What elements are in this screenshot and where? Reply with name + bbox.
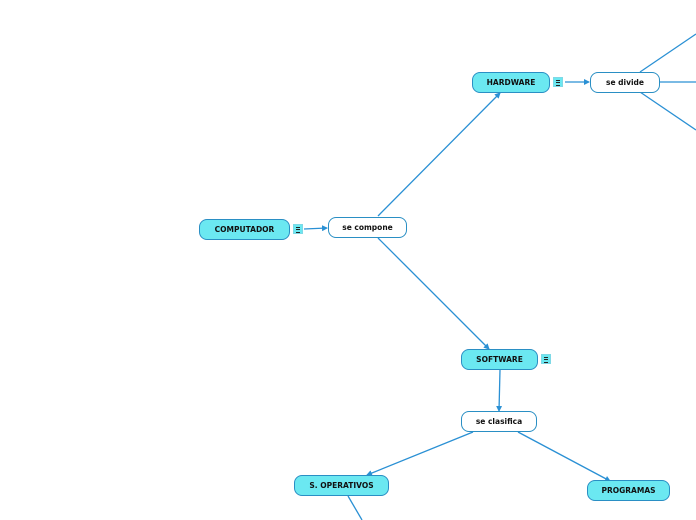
edge-sedivide-lower (639, 91, 696, 131)
note-icon-computador[interactable] (293, 224, 303, 234)
edge-seclasifica-soperativos (366, 431, 474, 476)
edge-software-seclasifica (496, 369, 503, 412)
edge-seclasifica-programas (517, 431, 611, 482)
edge-sedivide-upper (639, 33, 696, 73)
edge-secompone-software (377, 237, 490, 350)
concept-software[interactable]: SOFTWARE (461, 349, 538, 370)
link-se-divide[interactable]: se divide (590, 72, 660, 93)
link-se-compone[interactable]: se compone (328, 217, 407, 238)
concept-sistemas-operativos[interactable]: S. OPERATIVOS (294, 475, 389, 496)
concept-programas[interactable]: PROGRAMAS (587, 480, 670, 501)
note-icon-software[interactable] (541, 354, 551, 364)
note-icon-hardware[interactable] (553, 77, 563, 87)
concept-computador[interactable]: COMPUTADOR (199, 219, 290, 240)
link-se-clasifica[interactable]: se clasifica (461, 411, 537, 432)
edge-soperativos-down (347, 495, 363, 520)
concept-hardware[interactable]: HARDWARE (472, 72, 550, 93)
edge-computador-secompone (303, 225, 328, 232)
edge-secompone-hardware (377, 92, 501, 217)
